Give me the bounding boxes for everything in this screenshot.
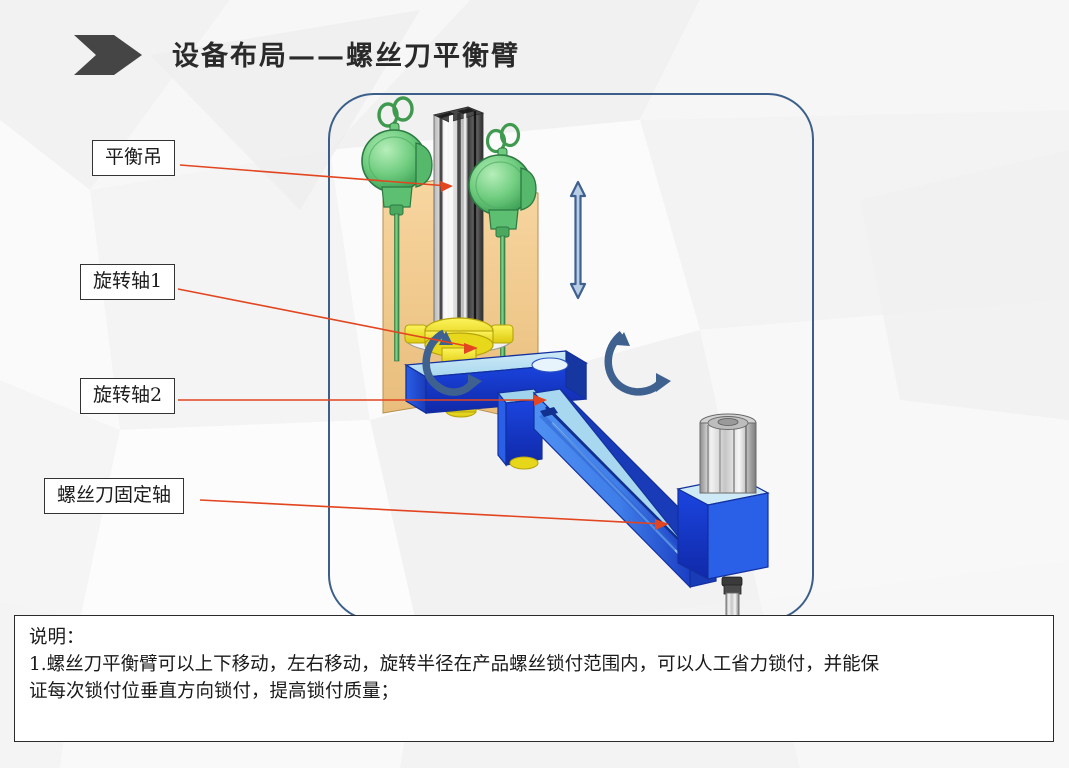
description-line-3: 证每次锁付位垂直方向锁付，提高锁付质量； — [29, 680, 400, 702]
callout-label-rotary-axis-1[interactable]: 旋转轴1 — [80, 264, 176, 300]
slide-header: 设备布局——螺丝刀平衡臂 — [0, 0, 1069, 92]
callout-label-rotary-axis-2[interactable]: 旋转轴2 — [80, 378, 176, 414]
callout-label-balance-hoist[interactable]: 平衡吊 — [92, 140, 176, 176]
callout-label-screwdriver-fixed-axis[interactable]: 螺丝刀固定轴 — [44, 478, 185, 514]
electric-screwdriver-motor — [699, 413, 757, 494]
description-line-2: 1.螺丝刀平衡臂可以上下移动，左右移动，旋转半径在产品螺丝锁付范围内，可以人工省… — [29, 653, 880, 675]
description-line-1: 说明： — [29, 627, 85, 648]
screwdriver-balance-arm-illustration — [361, 96, 770, 617]
balance-hoist-right — [468, 122, 537, 370]
aluminium-extrusion-column — [432, 106, 485, 340]
page-title: 设备布局——螺丝刀平衡臂 — [172, 41, 520, 72]
description-note-box: 说明： 1.螺丝刀平衡臂可以上下移动，左右移动，旋转半径在产品螺丝锁付范围内，可… — [14, 615, 1054, 742]
screwdriver-bit — [723, 584, 742, 617]
chevron-right-banner-icon — [74, 35, 142, 75]
